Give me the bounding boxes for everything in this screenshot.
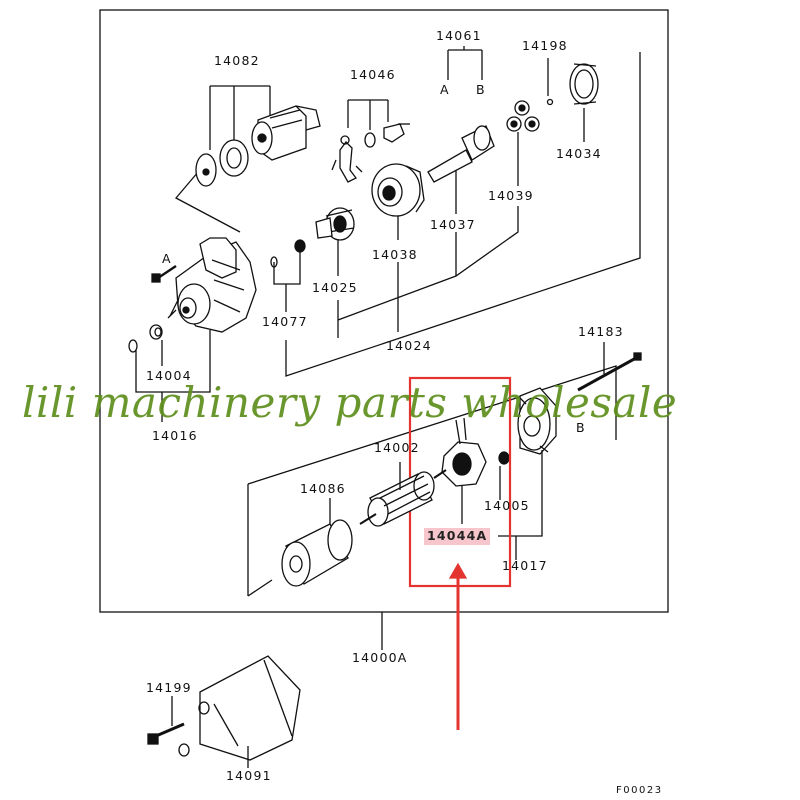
part-label-14199: 14199 <box>146 680 192 695</box>
bolt-a <box>151 265 177 283</box>
part-label-a-top: A <box>440 82 450 97</box>
internal-gear <box>569 63 599 105</box>
solenoid-group <box>195 105 321 187</box>
part-label-14017: 14017 <box>502 558 548 573</box>
cover-bolt <box>147 696 185 745</box>
part-label-a-side: A <box>162 251 172 266</box>
part-label-14044a: 14044A <box>424 528 491 545</box>
part-label-14183: 14183 <box>578 324 624 339</box>
part-label-14005: 14005 <box>484 498 530 513</box>
part-label-b-side: B <box>576 420 586 435</box>
red-pointer-arrow <box>448 562 468 730</box>
through-bolt <box>577 342 642 392</box>
part-label-14082: 14082 <box>214 53 260 68</box>
part-label-14038: 14038 <box>372 247 418 262</box>
part-label-14002: 14002 <box>374 440 420 455</box>
yoke <box>281 498 353 587</box>
pinion-clutch <box>315 207 355 241</box>
part-label-14198: 14198 <box>522 38 568 53</box>
part-label-14061: 14061 <box>436 28 482 43</box>
part-label-14077: 14077 <box>262 314 308 329</box>
part-label-14037: 14037 <box>430 217 476 232</box>
lower-group-outline <box>247 365 617 596</box>
output-shaft <box>427 125 495 183</box>
diagram-frame <box>99 9 669 613</box>
part-label-14025: 14025 <box>312 280 358 295</box>
part-label-14046: 14046 <box>350 67 396 82</box>
brush-holder <box>441 417 487 524</box>
watermark-text: lili machinery parts wholesale <box>22 378 678 427</box>
armature <box>359 462 447 527</box>
drive-housing <box>167 237 257 333</box>
dust-cover <box>178 655 301 768</box>
lever-group <box>331 123 410 183</box>
part-label-b-top: B <box>476 82 486 97</box>
part-label-14086: 14086 <box>300 481 346 496</box>
part-label-14000a: 14000A <box>352 650 408 665</box>
upper-group-outline <box>285 52 641 377</box>
part-label-14091: 14091 <box>226 768 272 783</box>
part-label-14034: 14034 <box>556 146 602 161</box>
planet-gears <box>506 100 540 132</box>
part-label-14039: 14039 <box>488 188 534 203</box>
rear-cover <box>517 387 557 455</box>
part-label-14004: 14004 <box>146 368 192 383</box>
part-label-14016: 14016 <box>152 428 198 443</box>
planet-gear-housing <box>371 163 425 217</box>
figure-code: F00023 <box>616 785 663 796</box>
part-label-14024: 14024 <box>386 338 432 353</box>
